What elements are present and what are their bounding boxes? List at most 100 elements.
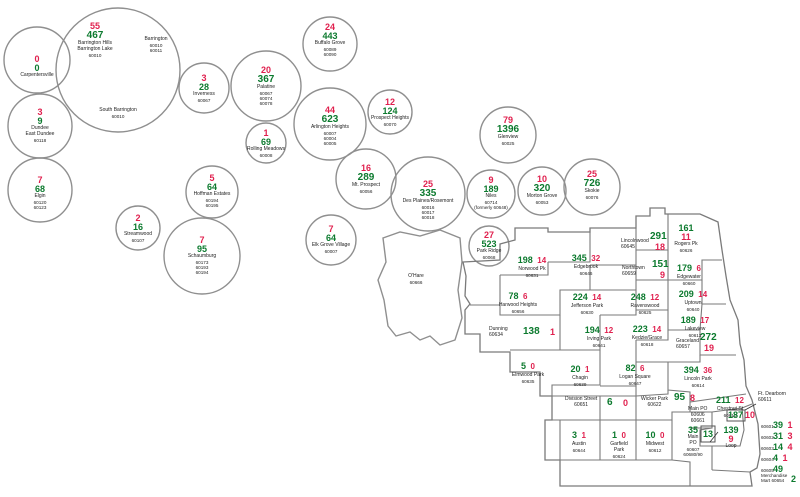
count-red: 7 xyxy=(328,224,334,234)
zip: 60630 xyxy=(580,309,594,315)
zip: 60070 xyxy=(383,121,397,127)
place-name: Prospect Heights xyxy=(370,115,410,121)
zip: Merchandise Mart 60654 xyxy=(761,472,788,483)
count-green: 35 xyxy=(687,425,698,435)
place-name: Austin xyxy=(572,441,586,447)
count-green-northtown: 151 xyxy=(652,259,669,270)
circle-elk-grove[interactable] xyxy=(305,214,357,266)
count-green: 224 xyxy=(572,292,588,302)
circle-schaumburg[interactable] xyxy=(163,217,241,295)
place-name: Carpentersville xyxy=(20,72,54,78)
circle-mt-prospect[interactable] xyxy=(335,148,397,210)
label-uptown: 209 14 Uptown 60640 xyxy=(670,285,716,312)
count-green: 64 xyxy=(325,233,336,243)
count-red-division: 0 xyxy=(623,398,629,408)
count-red: 9 xyxy=(488,175,494,185)
count-red: 20 xyxy=(260,65,271,75)
count-red: 27 xyxy=(483,230,494,240)
zip: 60601 xyxy=(761,424,774,429)
circle-rolling-meadows[interactable] xyxy=(245,122,287,164)
count-green: 139 xyxy=(723,425,739,435)
zip: 60076 xyxy=(585,194,599,200)
count-red: 4 xyxy=(787,442,793,452)
count-green: 14 xyxy=(773,442,784,452)
count-red: 14 xyxy=(592,293,602,302)
label-garfield-park: 1 0 Garfield Park 60624 xyxy=(603,426,635,459)
circle-des-plaines[interactable] xyxy=(390,156,466,232)
count-green: 10 xyxy=(645,430,656,440)
place-name: Irving Park xyxy=(587,336,611,342)
place-name: Arlington Heights xyxy=(310,124,350,130)
circle-prospect-heights[interactable] xyxy=(367,89,413,135)
circle-inverness[interactable] xyxy=(178,62,230,114)
count-red: 79 xyxy=(502,115,513,125)
zip: 60646 xyxy=(579,270,593,276)
count-green: 0 xyxy=(34,63,40,73)
count-red: 24 xyxy=(324,22,335,32)
circle-buffalo-grove[interactable] xyxy=(302,16,358,72)
zip: 60053 xyxy=(535,199,549,205)
count-red: 1 xyxy=(585,365,590,374)
zip-2: 60680/90 xyxy=(683,451,703,457)
circle-skokie[interactable] xyxy=(563,158,621,216)
box-187 xyxy=(726,409,746,422)
count-red-lincolnwood: 18 xyxy=(655,242,666,252)
place-name: Loop xyxy=(725,443,737,449)
circle-arlington-heights[interactable] xyxy=(293,87,367,161)
circle-carpentersville[interactable] xyxy=(3,26,71,94)
circle-palatine[interactable] xyxy=(230,50,302,122)
zip-2: 60004 xyxy=(323,136,337,142)
label-rogers-pk: 161 11 Rogers Pk 60626 xyxy=(670,224,702,253)
label-harwood-heights: 78 6 Harwood Heights 60656 xyxy=(490,287,546,314)
circle-niles[interactable] xyxy=(466,169,516,219)
place-name: Jefferson Park xyxy=(570,303,604,309)
dearborn-pointer xyxy=(744,403,757,411)
zip: 60622 xyxy=(647,401,662,408)
place-name: Rolling Meadows xyxy=(246,146,286,152)
ohare-region[interactable] xyxy=(377,229,463,346)
zip: 60657 xyxy=(676,343,690,350)
count-green: 49 xyxy=(773,464,784,474)
place-name: Niles xyxy=(485,193,497,199)
circle-glenview[interactable] xyxy=(479,106,537,164)
zip: 60640 xyxy=(686,306,700,312)
label-skokie: 25 726 Skokie 60076 xyxy=(569,170,615,200)
zip: 60067 xyxy=(197,97,211,103)
circle-streamwood[interactable] xyxy=(115,205,161,251)
label-loop: 139 9 Loop xyxy=(718,426,744,450)
place-name: Mt. Prospect xyxy=(351,182,381,188)
count-red: 5 xyxy=(209,173,215,183)
zip-3: 60078 xyxy=(259,101,273,107)
zip: 60173 xyxy=(195,259,209,265)
count-red: 12 xyxy=(650,293,660,302)
zip: 60118 xyxy=(33,137,47,143)
zip: 60635 xyxy=(521,378,535,384)
count-red: 16 xyxy=(360,163,371,173)
count-red: 7 xyxy=(37,175,43,185)
count-red: 55 xyxy=(89,21,100,31)
count-red-187: 10 xyxy=(745,410,756,420)
count-green: 95 xyxy=(196,244,207,254)
circle-hoffman-estates[interactable] xyxy=(185,165,239,219)
circle-barrington[interactable] xyxy=(55,7,181,133)
count-red: 0 xyxy=(530,362,535,371)
place-name: Hoffman Estates xyxy=(193,191,231,197)
count-green: 9 xyxy=(37,116,43,126)
label-schaumburg: 7 95 Schaumburg 60173 60193 60194 xyxy=(177,236,227,276)
chicago-boundary xyxy=(462,207,761,487)
place-name: Division Street xyxy=(565,396,598,402)
place-name: Lincoln Park xyxy=(684,376,712,382)
count-green: 82 xyxy=(625,363,636,373)
place-name: Glenview xyxy=(497,134,519,140)
place-name: Streamwood xyxy=(123,231,153,237)
zip: 60613 xyxy=(688,332,702,338)
circle-morton-grove[interactable] xyxy=(517,166,567,216)
label-streamwood: 2 16 Streamwood 60107 xyxy=(118,214,158,243)
count-red: 0 xyxy=(34,54,40,64)
zip: 60645 xyxy=(621,243,635,250)
zip: 60614 xyxy=(691,382,705,388)
circle-elgin[interactable] xyxy=(7,157,73,223)
count-red: 1 xyxy=(581,431,586,440)
zip: 60626 xyxy=(679,247,693,253)
circle-park-ridge[interactable] xyxy=(468,225,510,267)
